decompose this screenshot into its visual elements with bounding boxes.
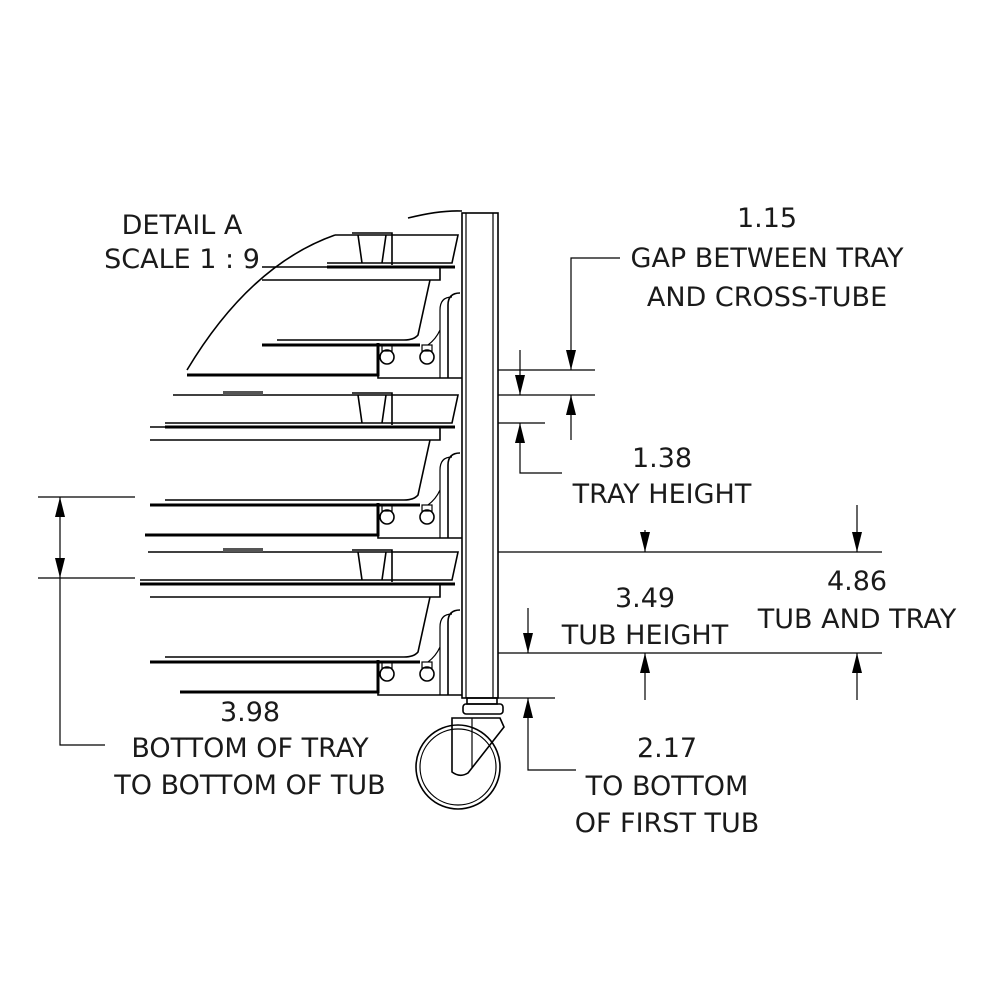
roller bbox=[419, 666, 435, 682]
tray bbox=[140, 551, 459, 581]
tub bbox=[262, 266, 441, 281]
tub-bracket bbox=[377, 609, 462, 696]
gap-label-1: GAP BETWEEN TRAY bbox=[631, 243, 904, 274]
tray-tub-unit bbox=[140, 548, 462, 696]
tub-height-value: 3.49 bbox=[615, 583, 675, 614]
tub-height-label: TUB HEIGHT bbox=[561, 620, 729, 651]
caster-wheel bbox=[415, 697, 505, 810]
tub-and-tray-value: 4.86 bbox=[827, 566, 887, 597]
detail-boundary bbox=[186, 234, 336, 371]
roller bbox=[419, 349, 435, 365]
tray-tub-stack bbox=[140, 232, 462, 696]
roller bbox=[379, 666, 395, 682]
tub-bracket bbox=[377, 452, 462, 539]
first-tub-label-1: TO BOTTOM bbox=[585, 771, 749, 802]
roller bbox=[419, 509, 435, 525]
tray-handle bbox=[352, 392, 393, 425]
tray-to-tub-label-2: TO BOTTOM OF TUB bbox=[113, 770, 385, 801]
gap-value: 1.15 bbox=[737, 203, 797, 234]
gap-label-2: AND CROSS-TUBE bbox=[647, 282, 887, 313]
dimension-lines bbox=[38, 257, 882, 771]
tray bbox=[165, 394, 459, 424]
detail-title: DETAIL A bbox=[122, 210, 243, 241]
tray-handle bbox=[352, 232, 393, 265]
tray-tub-unit bbox=[145, 391, 462, 539]
roller bbox=[379, 349, 395, 365]
tray-to-tub-value: 3.98 bbox=[220, 697, 280, 728]
detail-scale: SCALE 1 : 9 bbox=[104, 244, 260, 275]
roller bbox=[379, 509, 395, 525]
tub-and-tray-label: TUB AND TRAY bbox=[757, 604, 957, 635]
tray-height-value: 1.38 bbox=[632, 443, 692, 474]
tray bbox=[327, 234, 459, 264]
tub bbox=[150, 583, 441, 598]
tray-handle bbox=[352, 549, 393, 582]
tub-bracket bbox=[377, 292, 462, 379]
tray-to-tub-label-1: BOTTOM OF TRAY bbox=[131, 733, 369, 764]
tray-tub-unit bbox=[187, 232, 462, 379]
first-tub-value: 2.17 bbox=[637, 733, 697, 764]
first-tub-label-2: OF FIRST TUB bbox=[575, 808, 760, 839]
tub bbox=[150, 426, 441, 441]
tray-height-label: TRAY HEIGHT bbox=[572, 479, 752, 510]
